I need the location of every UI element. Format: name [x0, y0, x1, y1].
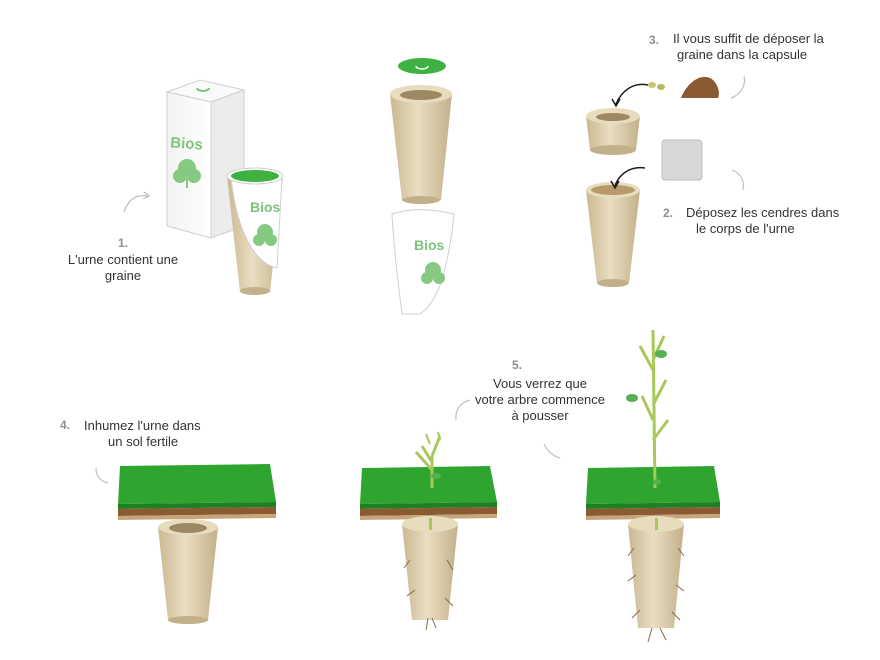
step4-line2: un sol fertile — [108, 434, 179, 449]
tree-icon — [421, 262, 445, 284]
sprout — [414, 431, 442, 488]
arrow-icon — [95, 467, 109, 484]
arrow-icon — [615, 83, 649, 105]
step5-ground-tree — [586, 466, 720, 520]
step3-capsule — [586, 108, 640, 155]
seed-icon — [648, 82, 665, 90]
recycle-icon — [196, 87, 210, 92]
arrow-icon — [614, 166, 646, 187]
wrap-logo-text: Bios — [414, 237, 445, 253]
tree-icon — [173, 159, 201, 188]
step2-label: Déposez les cendres dans le corps de l'u… — [686, 205, 866, 237]
step1-urn: Bios — [226, 167, 284, 295]
arrow-icon — [543, 443, 561, 459]
step1-line1: L'urne contient une — [67, 252, 179, 267]
roots — [627, 547, 685, 643]
soil-pile — [681, 76, 719, 98]
step5-line1: Vous verrez que — [493, 376, 587, 391]
ashes-block — [661, 139, 703, 181]
step1-label: L'urne contient une graine — [48, 252, 198, 284]
step3-label: Il vous suffit de déposer la graine dans… — [673, 31, 873, 63]
step3-line1: Il vous suffit de déposer la — [673, 31, 824, 46]
urn-logo-text: Bios — [250, 199, 281, 215]
tree-icon — [253, 224, 277, 246]
step2-number: 2. — [663, 206, 674, 220]
roots — [403, 559, 454, 631]
step3-number: 3. — [649, 33, 660, 47]
step5-label: Vous verrez que votre arbre commence à p… — [470, 376, 610, 424]
step5-urn-sprout — [402, 516, 458, 631]
arrow-icon — [731, 169, 745, 191]
step4-label: Inhumez l'urne dans un sol fertile — [84, 418, 244, 450]
green-lid — [398, 58, 446, 74]
step5-line2: votre arbre commence — [474, 392, 606, 407]
step5-ground-sprout — [360, 466, 497, 520]
box-logo-text: Bios — [170, 134, 204, 153]
step2-line1: Déposez les cendres dans — [686, 205, 840, 220]
arrow-icon — [730, 75, 746, 99]
step2-line2: le corps de l'urne — [696, 221, 795, 236]
arrow-icon — [455, 399, 471, 421]
step1-line2: graine — [104, 268, 142, 283]
step5-line3: à pousser — [511, 408, 569, 423]
step2-urn-body — [586, 182, 640, 287]
step4-line1: Inhumez l'urne dans — [84, 418, 201, 433]
step5-number: 5. — [512, 358, 523, 372]
young-tree — [626, 329, 670, 489]
step4-ground — [118, 464, 276, 520]
step4-urn — [158, 519, 218, 624]
exploded-urn: Bios — [390, 58, 455, 315]
step5-urn-tree — [627, 516, 685, 643]
arrow-icon — [123, 195, 149, 213]
step3-line2: graine dans la capsule — [677, 47, 808, 62]
step1-number: 1. — [118, 236, 129, 250]
recycle-icon — [415, 65, 429, 70]
step4-number: 4. — [60, 418, 71, 432]
